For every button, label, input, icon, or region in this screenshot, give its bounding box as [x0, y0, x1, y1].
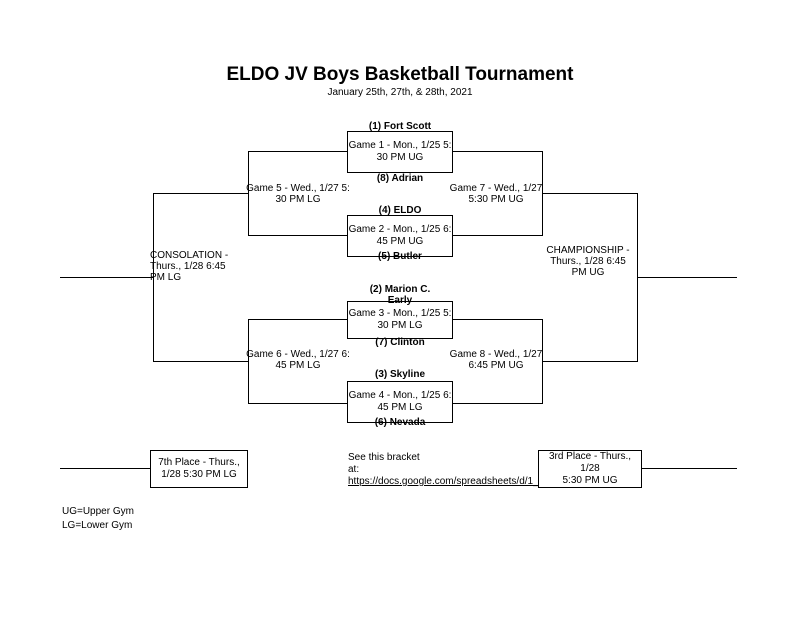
bracket-line — [453, 403, 542, 404]
bracket-link-text2: at: — [348, 464, 360, 475]
game-8-line1: Game 8 - Wed., 1/27 — [449, 349, 543, 360]
bracket-line — [637, 277, 737, 278]
consolation-line1: CONSOLATION - — [150, 250, 229, 261]
game-3-line1: Game 3 - Mon., 1/25 5: — [348, 308, 452, 319]
bracket-line — [153, 193, 248, 194]
bracket-line — [453, 151, 542, 152]
bracket-line — [248, 319, 249, 404]
bracket-url-link[interactable]: https://docs.google.com/spreadsheets/d/1… — [348, 476, 539, 487]
bracket-line — [248, 319, 347, 320]
third-place-line1: 3rd Place - Thurs., 1/28 — [548, 451, 632, 474]
championship-line2: Thurs., 1/28 6:45 — [550, 256, 626, 267]
seventh-place-line2: 1/28 5:30 PM LG — [161, 469, 237, 480]
game-7-label: Game 7 - Wed., 1/27 5:30 PM UG — [446, 183, 546, 205]
championship-label: CHAMPIONSHIP - Thurs., 1/28 6:45 PM UG — [540, 245, 636, 278]
game-4-line2: 45 PM LG — [377, 402, 423, 413]
bracket-line — [248, 403, 347, 404]
bracket-line — [153, 193, 154, 362]
game-3-line2: 30 PM LG — [377, 320, 423, 331]
game-2-line2: 45 PM UG — [376, 236, 424, 247]
game-6-label: Game 6 - Wed., 1/27 6: 45 PM LG — [246, 349, 350, 371]
game-3-box: Game 3 - Mon., 1/25 5:30 PM LG — [347, 301, 453, 339]
game-7-line2: 5:30 PM UG — [468, 194, 524, 205]
game-8-line2: 6:45 PM UG — [468, 360, 524, 371]
game-1-line1: Game 1 - Mon., 1/25 5: — [348, 140, 452, 151]
championship-line3: PM UG — [571, 267, 605, 278]
game-1-box: Game 1 - Mon., 1/25 5:30 PM UG — [347, 131, 453, 173]
team-seed-2-line2: Early — [387, 295, 413, 306]
game-2-box: Game 2 - Mon., 1/25 6:45 PM UG — [347, 215, 453, 257]
game-4-line1: Game 4 - Mon., 1/25 6: — [348, 390, 452, 401]
bracket-line — [542, 361, 637, 362]
game-2-line1: Game 2 - Mon., 1/25 6: — [348, 224, 452, 235]
bracket-line — [542, 193, 637, 194]
tournament-dates: January 25th, 27th, & 28th, 2021 — [327, 87, 473, 98]
consolation-line3: PM LG — [150, 272, 182, 283]
bracket-link-text1: See this bracket — [348, 452, 420, 463]
bracket-line — [248, 235, 347, 236]
bracket-line — [60, 277, 153, 278]
game-5-line2: 30 PM LG — [275, 194, 321, 205]
team-seed-3: (3) Skyline — [374, 369, 426, 380]
game-5-label: Game 5 - Wed., 1/27 5: 30 PM LG — [246, 183, 350, 205]
bracket-line — [248, 151, 347, 152]
team-seed-6: (6) Nevada — [374, 417, 426, 428]
team-seed-2: (2) Marion C. Early — [340, 284, 460, 306]
bracket-line — [640, 468, 737, 469]
seventh-place-box: 7th Place - Thurs.,1/28 5:30 PM LG — [150, 450, 248, 488]
legend-upper-gym: UG=Upper Gym — [62, 506, 134, 517]
legend-lower-gym: LG=Lower Gym — [62, 520, 133, 531]
gym-legend: UG=Upper Gym LG=Lower Gym — [62, 505, 134, 533]
game-4-box: Game 4 - Mon., 1/25 6:45 PM LG — [347, 381, 453, 423]
team-seed-2-line1: (2) Marion C. — [369, 284, 431, 295]
third-place-line2: 5:30 PM UG — [562, 475, 618, 486]
consolation-line2: Thurs., 1/28 6:45 — [150, 261, 226, 272]
game-8-label: Game 8 - Wed., 1/27 6:45 PM UG — [446, 349, 546, 371]
page-title: ELDO JV Boys Basketball Tournament — [226, 64, 574, 85]
team-seed-8: (8) Adrian — [376, 173, 424, 184]
bracket-line — [248, 151, 249, 236]
game-6-line1: Game 6 - Wed., 1/27 6: — [246, 349, 350, 360]
team-seed-1: (1) Fort Scott — [368, 121, 432, 132]
championship-line1: CHAMPIONSHIP - — [546, 245, 630, 256]
team-seed-5: (5) Butler — [378, 251, 422, 262]
bracket-link-block: See this bracket at: https://docs.google… — [348, 452, 539, 488]
bracket-line — [153, 361, 248, 362]
consolation-label: CONSOLATION - Thurs., 1/28 6:45 PM LG — [150, 250, 240, 283]
game-1-line2: 30 PM UG — [376, 152, 424, 163]
team-seed-4: (4) ELDO — [378, 205, 422, 216]
seventh-place-line1: 7th Place - Thurs., — [158, 457, 240, 468]
game-7-line1: Game 7 - Wed., 1/27 — [449, 183, 543, 194]
bracket-line — [60, 468, 150, 469]
bracket-line — [453, 319, 542, 320]
bracket-line — [453, 235, 542, 236]
game-5-line1: Game 5 - Wed., 1/27 5: — [246, 183, 350, 194]
game-6-line2: 45 PM LG — [275, 360, 321, 371]
team-seed-7: (7) Clinton — [375, 337, 425, 348]
